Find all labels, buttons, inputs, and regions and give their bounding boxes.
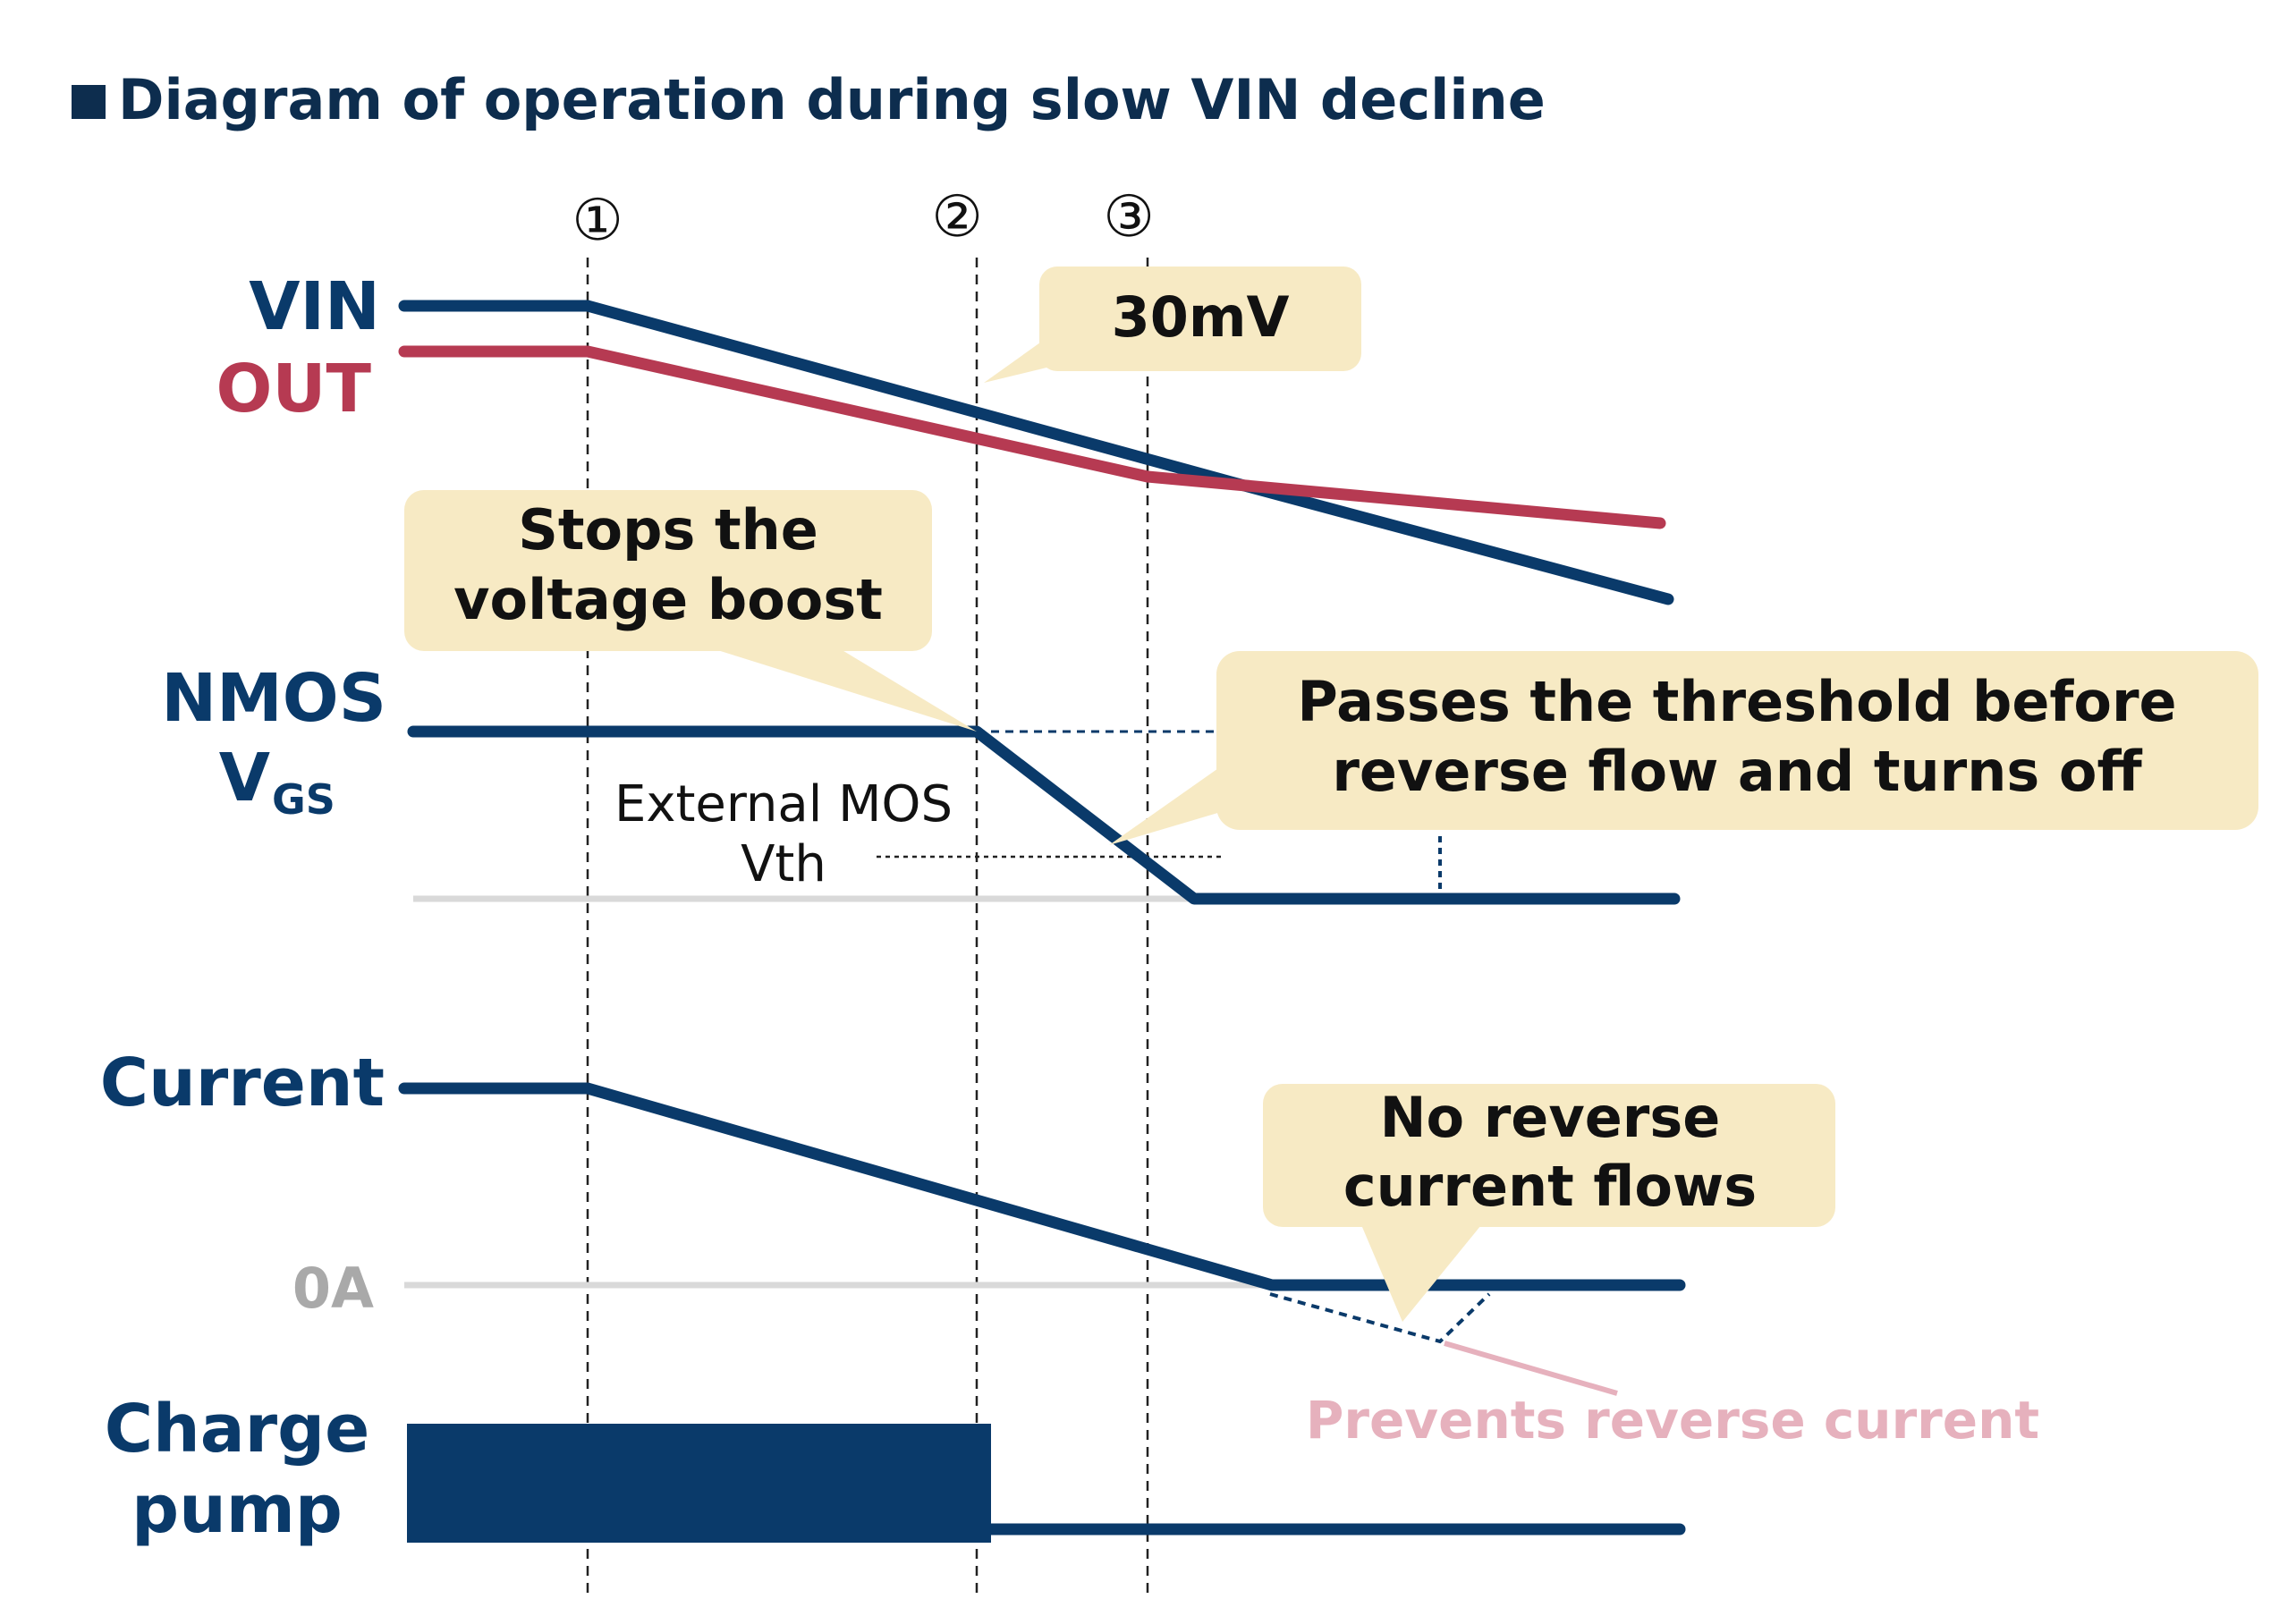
marker-3: ③ [1103,184,1154,250]
diagram-title: Diagram of operation during slow VIN dec… [118,67,1546,132]
callout-threshold-line-1: Passes the threshold before [1297,669,2176,734]
marker-1: ① [572,188,623,254]
vin-label: VIN [249,268,380,345]
out-label: OUT [216,351,372,427]
out-waveform [398,345,1666,529]
charge-pump-label-2: pump [131,1471,343,1548]
vth-label-line-2: Vth [741,835,826,893]
marker-2: ② [931,184,982,250]
callout-threshold-line-2: reverse flow and turns off [1332,739,2142,804]
nmos-vgs-waveform [407,725,1681,905]
callout-stop-boost-line-2: voltage boost [453,567,883,632]
callout-no-reverse-line-1: No reverse [1380,1085,1721,1150]
callout-stop-boost: Stops the voltage boost [404,490,977,732]
vth-label-line-1: External MOS [614,775,953,833]
vgs-label: V [219,740,270,816]
reverse-current-dash [1269,1292,1491,1344]
prevents-leader-line [1444,1341,1618,1396]
callout-stop-boost-line-1: Stops the [518,497,818,563]
nmos-label: NMOS [161,660,386,737]
zero-amp-label: 0A [292,1256,374,1321]
title-bullet-icon [72,85,106,119]
prevents-reverse-label: Prevents reverse current [1306,1390,2039,1451]
callout-30mv: 30mV [984,266,1361,383]
vin-waveform [398,300,1674,605]
callout-threshold: Passes the threshold before reverse flow… [1109,651,2258,845]
vgs-subscript: GS [272,775,335,824]
callout-no-reverse: No reverse current flows [1263,1084,1835,1322]
charge-pump-label-1: Charge [105,1391,370,1468]
current-waveform [398,1082,1686,1291]
time-markers: ① ② ③ [572,184,1154,254]
callout-no-reverse-line-2: current flows [1343,1154,1757,1219]
charge-pump-active-block [407,1424,991,1543]
callout-30mv-text: 30mV [1112,284,1290,350]
current-label: Current [100,1045,385,1121]
